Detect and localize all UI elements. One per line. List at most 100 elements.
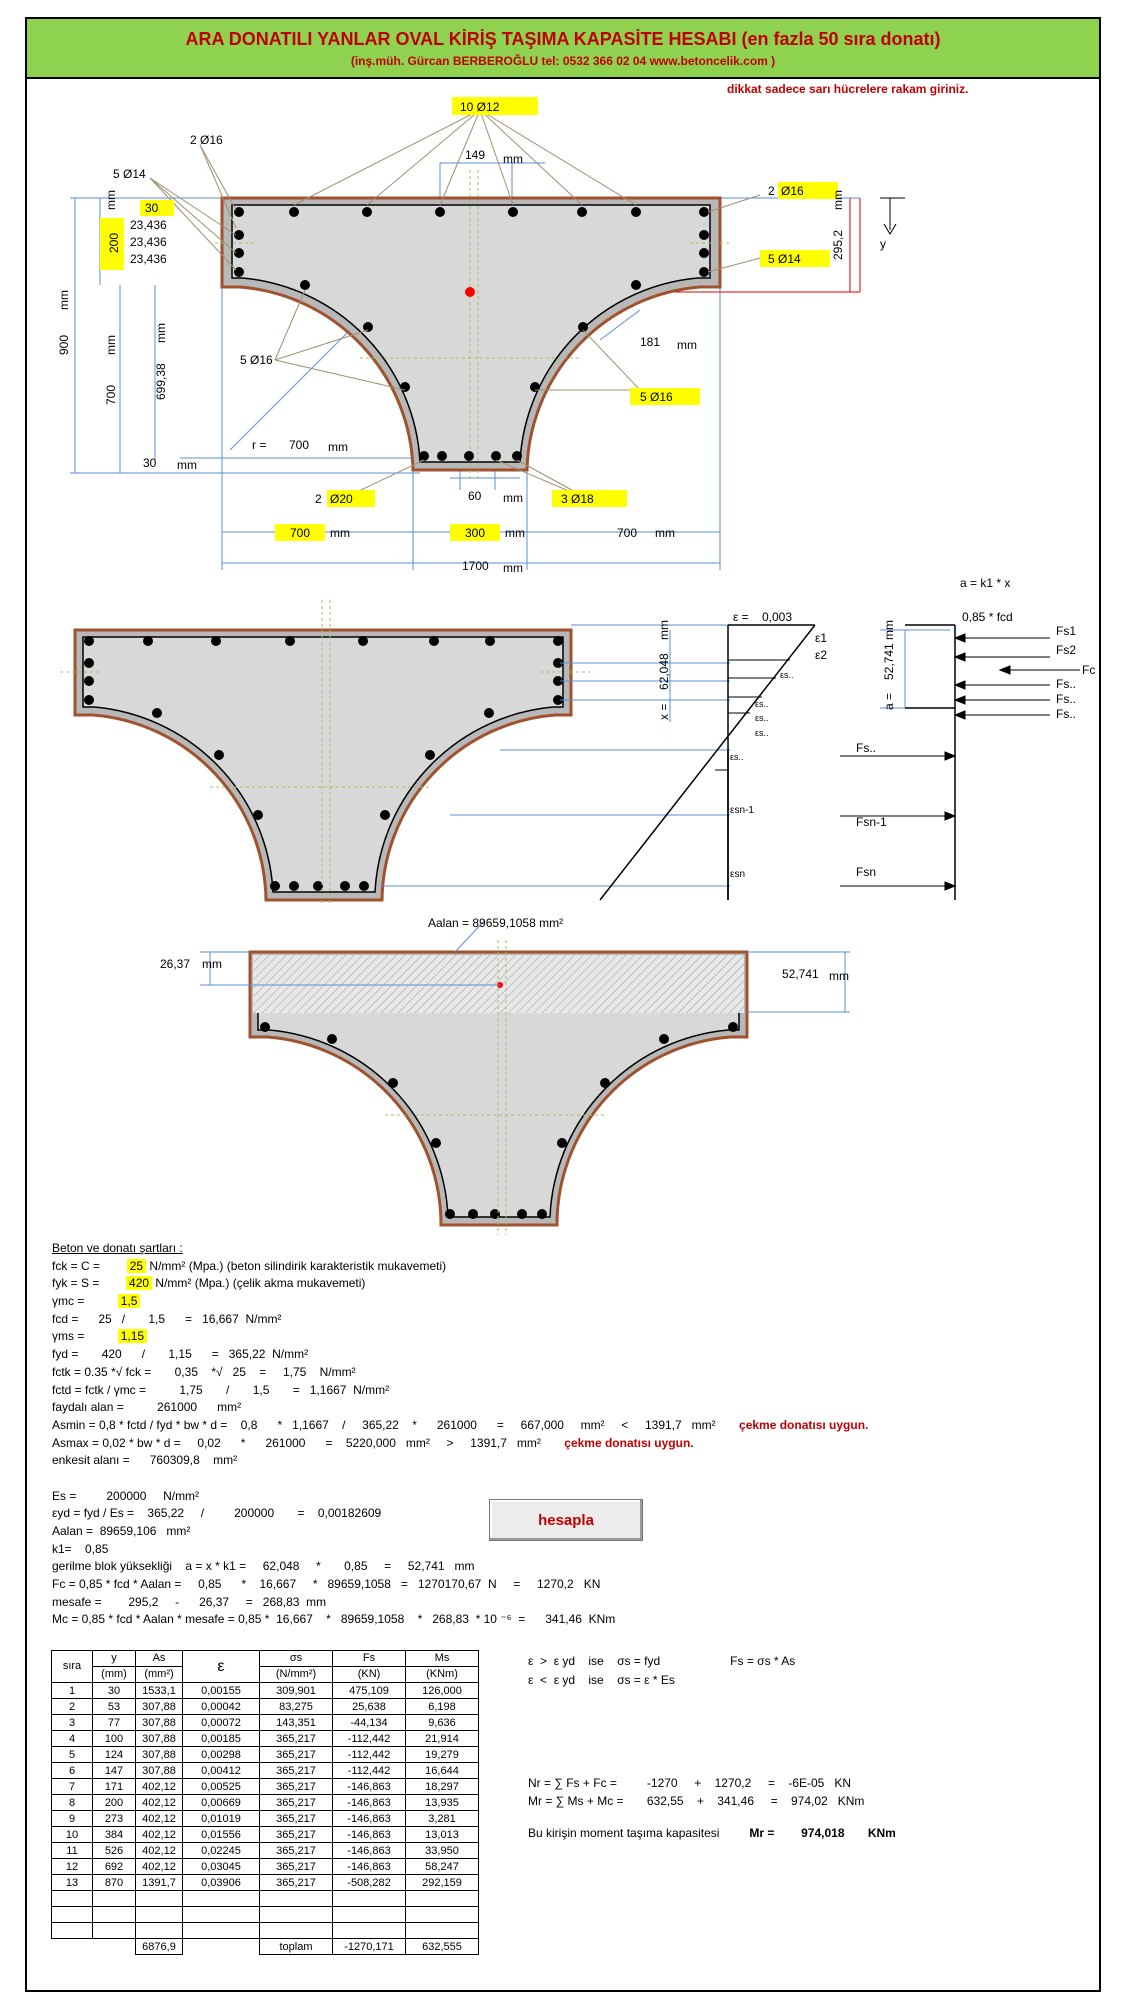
table-cell: 3 bbox=[51, 1714, 93, 1731]
asmin-status: çekme donatısı uygun. bbox=[739, 1417, 869, 1432]
beam-section-inner bbox=[231, 204, 711, 463]
mr-value: 974,018 bbox=[801, 1826, 845, 1840]
note-line1: ε > ε yd ise σs = fyd bbox=[528, 1654, 661, 1668]
table-cell: 126,000 bbox=[405, 1682, 479, 1699]
label-fsd-3: Fs.. bbox=[1056, 707, 1076, 721]
table-cell: 365,217 bbox=[259, 1730, 333, 1747]
label-dim-62048: 62,048 bbox=[657, 653, 671, 690]
label-unit-700b: mm bbox=[655, 526, 675, 540]
label-dim-900: 900 bbox=[57, 335, 71, 355]
table-cell: 0,02245 bbox=[182, 1842, 260, 1859]
table-cell: 124 bbox=[92, 1746, 136, 1763]
label-dim-30b: 30 bbox=[143, 456, 157, 470]
label-unit-700a: mm bbox=[330, 526, 350, 540]
label-dim-23c: 23,436 bbox=[130, 252, 167, 266]
label-y: y bbox=[880, 237, 886, 251]
label-unit-60: mm bbox=[503, 491, 523, 505]
label-unit-700v: mm bbox=[104, 335, 118, 355]
parameters-block: Beton ve donatı şartları : fck = C = 25 … bbox=[52, 1240, 868, 1629]
title-bar: ARA DONATILI YANLAR OVAL KİRİŞ TAŞIMA KA… bbox=[25, 17, 1101, 79]
mr-line: Mr = ∑ Ms + Mc = 632,55 + 341,46 = 974,0… bbox=[528, 1794, 865, 1808]
table-cell: 0,00669 bbox=[182, 1794, 260, 1811]
table-cell: 0,00155 bbox=[182, 1682, 260, 1699]
enkesit-row: enkesit alanı = 760309,8 mm² bbox=[52, 1453, 238, 1468]
table-cell: 870 bbox=[92, 1874, 136, 1891]
label-fc: Fc bbox=[1082, 663, 1095, 677]
table-cell: 0,00072 bbox=[182, 1714, 260, 1731]
table-cell: 1391,7 bbox=[135, 1874, 183, 1891]
label-es-1: εs.. bbox=[780, 670, 794, 680]
table-cell: 0,00525 bbox=[182, 1778, 260, 1795]
rebar-dots bbox=[234, 207, 709, 461]
table-cell: 0,00185 bbox=[182, 1730, 260, 1747]
table-cell: 25,638 bbox=[332, 1698, 406, 1715]
label-dim-52741-b: 52,741 bbox=[782, 967, 819, 981]
fc-row: Fc = 0,85 * fcd * Aalan = 0,85 * 16,667 … bbox=[52, 1577, 601, 1592]
label-x: x = bbox=[657, 704, 671, 720]
hesapla-button[interactable]: hesapla bbox=[489, 1499, 643, 1541]
label-radius-unit: mm bbox=[328, 440, 348, 454]
label-eps-value: 0,003 bbox=[762, 610, 792, 624]
table-cell: 307,88 bbox=[135, 1714, 183, 1731]
label-fcd: 0,85 * fcd bbox=[962, 610, 1013, 624]
label-a-formula: a = k1 * x bbox=[960, 576, 1010, 590]
fctd-row: fctd = fctk / γmc = 1,75 / 1,5 = 1,1667 … bbox=[52, 1382, 390, 1397]
table-cell: 0,00412 bbox=[182, 1762, 260, 1779]
label-unit-52741-b: mm bbox=[829, 969, 849, 983]
warning-text: dikkat sadece sarı hücrelere rakam girin… bbox=[727, 82, 969, 96]
label-left-5o14: 5 Ø14 bbox=[113, 167, 146, 181]
label-dim-23b: 23,436 bbox=[130, 235, 167, 249]
table-cell: 7 bbox=[51, 1778, 93, 1795]
label-fs1: Fs1 bbox=[1056, 624, 1076, 638]
asmin-text: Asmin = 0,8 * fctd / fyd * bw * d = 0,8 … bbox=[52, 1417, 716, 1432]
table-cell: 402,12 bbox=[135, 1842, 183, 1859]
fck-label: fck = C = bbox=[52, 1258, 101, 1273]
table-cell: 365,217 bbox=[259, 1778, 333, 1795]
label-a: a = bbox=[882, 693, 896, 710]
table-row-empty bbox=[51, 1906, 479, 1923]
gmc-input[interactable]: 1,5 bbox=[117, 1294, 141, 1309]
page-subtitle: (inş.müh. Gürcan BERBEROĞLU tel: 0532 36… bbox=[350, 54, 776, 68]
fyd-row: fyd = 420 / 1,15 = 365,22 N/mm² bbox=[52, 1347, 309, 1362]
label-right-5o14: 5 Ø14 bbox=[768, 252, 801, 266]
asmax-status: çekme donatısı uygun. bbox=[564, 1435, 694, 1450]
label-esn1: εsn-1 bbox=[730, 805, 754, 816]
label-dim-700v: 700 bbox=[104, 385, 118, 405]
table-cell: -146,863 bbox=[332, 1826, 406, 1843]
table-cell: 526 bbox=[92, 1842, 136, 1859]
total-cell: 632,555 bbox=[405, 1938, 479, 1955]
label-fs2: Fs2 bbox=[1056, 643, 1076, 657]
label-e1: ε1 bbox=[815, 631, 827, 645]
label-left-5o16: 5 Ø16 bbox=[240, 353, 273, 367]
label-e2: ε2 bbox=[815, 648, 827, 662]
th-as: As bbox=[135, 1650, 183, 1667]
table-cell: 6,198 bbox=[405, 1698, 479, 1715]
table-cell: 475,109 bbox=[332, 1682, 406, 1699]
table-cell: 13,013 bbox=[405, 1826, 479, 1843]
table-cell: 402,12 bbox=[135, 1794, 183, 1811]
label-unit-149: mm bbox=[503, 152, 523, 166]
cross-section-drawing: 10 Ø12 2 Ø16 5 Ø14 149 mm 2 Ø16 5 Ø14 29… bbox=[57, 97, 905, 575]
label-unit-69938: mm bbox=[154, 323, 168, 343]
label-dim-200: 200 bbox=[107, 233, 121, 253]
table-cell: 100 bbox=[92, 1730, 136, 1747]
label-eps: ε = bbox=[733, 610, 749, 624]
compression-area-drawing: Aalan = 89659,1058 mm² 26,37 mm 52,741 m… bbox=[160, 916, 850, 1235]
table-cell: 273 bbox=[92, 1810, 136, 1827]
fck-input[interactable]: 25 bbox=[126, 1258, 147, 1273]
note-line1b: Fs = σs * As bbox=[730, 1654, 796, 1668]
label-unit-1700: mm bbox=[503, 561, 523, 575]
label-bottom-3o18: 3 Ø18 bbox=[561, 492, 594, 506]
table-cell: 13 bbox=[51, 1874, 93, 1891]
label-dim-2952: 295,2 bbox=[831, 230, 845, 260]
fyk-input[interactable]: 420 bbox=[126, 1276, 153, 1291]
fcd-row: fcd = 25 / 1,5 = 16,667 N/mm² bbox=[52, 1311, 282, 1326]
table-cell: -112,442 bbox=[332, 1730, 406, 1747]
total-cell: -1270,171 bbox=[332, 1938, 406, 1955]
th-unit-fs: (KN) bbox=[332, 1666, 406, 1683]
label-unit-2637: mm bbox=[202, 957, 222, 971]
gms-input[interactable]: 1,15 bbox=[117, 1329, 148, 1344]
